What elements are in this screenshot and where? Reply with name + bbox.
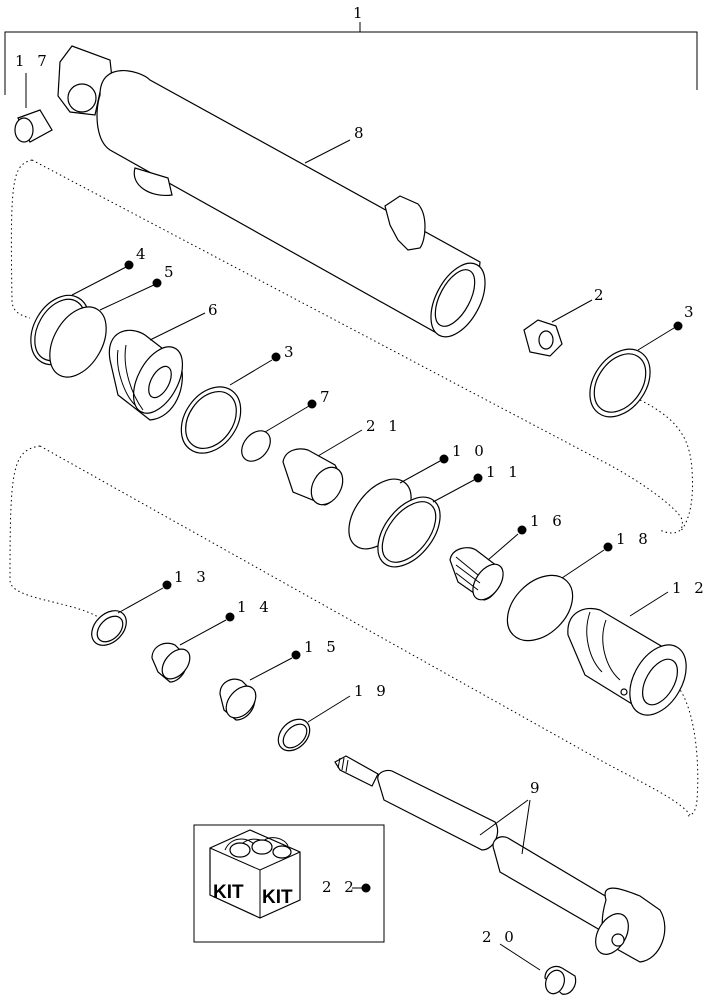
bushing-20	[544, 965, 577, 995]
bushing-14	[151, 642, 191, 683]
callout-14: 1 4	[237, 598, 273, 616]
callout-18: 1 8	[616, 530, 652, 548]
callout-1: 1	[353, 4, 367, 22]
ring-19	[277, 718, 311, 752]
callout-20: 2 0	[482, 928, 518, 946]
bullet-3-left	[271, 352, 281, 362]
kit-label-left: KIT	[213, 882, 244, 903]
seal-16	[449, 547, 504, 601]
callout-19: 1 9	[354, 682, 390, 700]
bullet-7	[307, 399, 317, 409]
callout-15: 1 5	[304, 638, 340, 656]
seal-kit-box: KIT KIT	[193, 824, 385, 943]
bushing-15	[219, 678, 257, 721]
guide-line-upper-diagonal	[31, 159, 683, 534]
bullet-16	[517, 525, 527, 535]
callout-16: 1 6	[530, 512, 566, 530]
bullet-5	[152, 278, 162, 288]
callout-2: 2	[594, 286, 608, 304]
callout-8: 8	[354, 124, 368, 142]
callout-3-left: 3	[284, 343, 298, 361]
bushing-17	[14, 109, 53, 143]
guide-line-right-upper	[639, 399, 693, 533]
bullet-3-right	[673, 321, 683, 331]
callout-5: 5	[164, 263, 178, 281]
backup-ring-5	[49, 306, 107, 378]
callout-17: 1 7	[15, 52, 51, 70]
bullet-4	[124, 260, 134, 270]
callout-3-right: 3	[684, 303, 698, 321]
bullet-11	[473, 473, 483, 483]
piston-6	[108, 329, 184, 421]
guide-line-upper	[10, 159, 33, 319]
bullet-15	[291, 650, 301, 660]
callout-21: 2 1	[366, 417, 402, 435]
bullet-14	[225, 612, 235, 622]
gland-12	[567, 607, 687, 716]
o-ring-18	[506, 574, 574, 642]
piston-rod-9	[334, 755, 666, 963]
callout-12: 1 2	[672, 579, 704, 597]
cylinder-barrel-8	[57, 45, 486, 338]
callout-22: 2 2	[322, 878, 358, 896]
guide-line-right-lower	[671, 679, 699, 817]
callout-7: 7	[320, 388, 334, 406]
callout-6: 6	[208, 301, 222, 319]
kit-label-right: KIT	[262, 887, 293, 908]
guide-line-lower-left	[9, 445, 101, 619]
callout-13: 1 3	[174, 568, 210, 586]
bullet-13	[162, 580, 172, 590]
spacer-21	[282, 448, 344, 506]
o-ring-7	[241, 430, 271, 462]
bullet-10	[439, 454, 449, 464]
ring-13	[91, 610, 127, 646]
callout-4: 4	[136, 245, 150, 263]
callout-9: 9	[530, 779, 544, 797]
callout-10: 1 0	[452, 442, 488, 460]
callout-11: 1 1	[486, 463, 522, 481]
bullet-18	[603, 542, 613, 552]
nut-2	[523, 319, 563, 357]
assembly-bracket	[4, 22, 698, 95]
bullet-22	[361, 883, 371, 893]
